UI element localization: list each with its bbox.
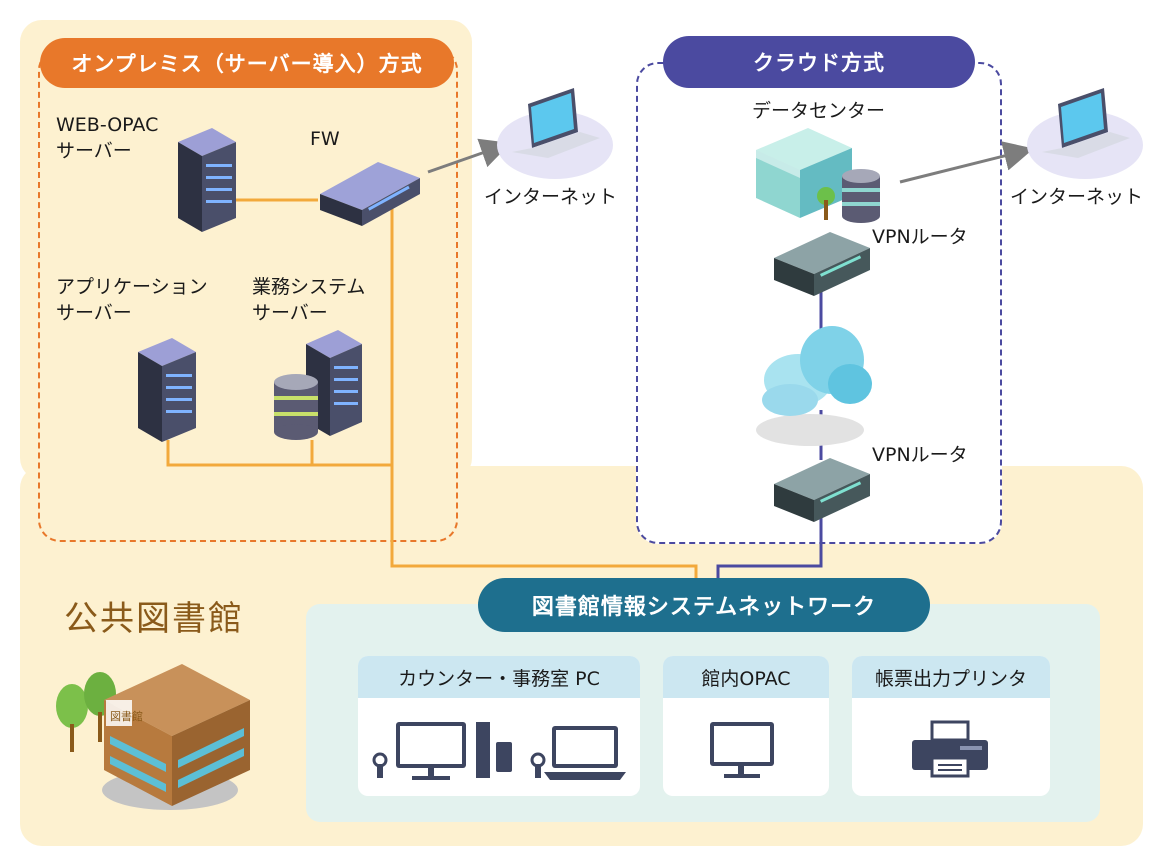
card-printer-label: 帳票出力プリンタ [852, 656, 1050, 698]
business-server-label: 業務システム サーバー [252, 276, 366, 324]
vpn-router-top-label: VPNルータ [872, 226, 968, 248]
internet-laptop-icon-cloud [1027, 88, 1143, 179]
onprem-background [20, 20, 472, 480]
library-sign-text: 図書館 [110, 709, 143, 723]
web-opac-server-icon [178, 128, 236, 232]
onprem-lines [166, 198, 698, 578]
app-server-icon [138, 338, 196, 442]
firewall-icon [320, 162, 420, 226]
internet-laptop-icon-onprem [497, 88, 613, 179]
printer-icon [912, 720, 988, 778]
opac-monitor-icon [710, 722, 774, 778]
card-printer: 帳票出力プリンタ [852, 656, 1050, 796]
datacenter-label: データセンター [752, 100, 886, 122]
vpn-router-bottom-label: VPNルータ [872, 444, 968, 466]
datacenter-database-icon [842, 169, 880, 223]
internet-label-cloud: インターネット [1010, 186, 1144, 208]
datacenter-building-icon [756, 128, 852, 220]
card-counter-pc-label: カウンター・事務室 PC [358, 656, 640, 698]
counter-pc-icons [372, 722, 626, 780]
vpn-router-bottom-icon [774, 458, 870, 522]
arrow-cloud-internet [899, 141, 1034, 184]
card-opac-label: 館内OPAC [663, 656, 829, 698]
library-building-icon [56, 664, 250, 810]
vpn-router-top-icon [774, 232, 870, 296]
onprem-database-icon [274, 374, 318, 440]
network-title: 図書館情報システムネットワーク [478, 578, 930, 632]
app-server-label: アプリケーション サーバー [56, 276, 208, 324]
cloud-title: クラウド方式 [663, 36, 975, 88]
web-opac-label: WEB-OPAC サーバー [56, 114, 159, 162]
internet-label-onprem: インターネット [484, 186, 618, 208]
arrow-onprem-internet [427, 138, 511, 174]
fw-label: FW [310, 128, 340, 150]
library-name: 公共図書館 [64, 599, 244, 639]
onprem-title: オンプレミス（サーバー導入）方式 [40, 38, 454, 88]
cloud-icon [756, 326, 872, 446]
